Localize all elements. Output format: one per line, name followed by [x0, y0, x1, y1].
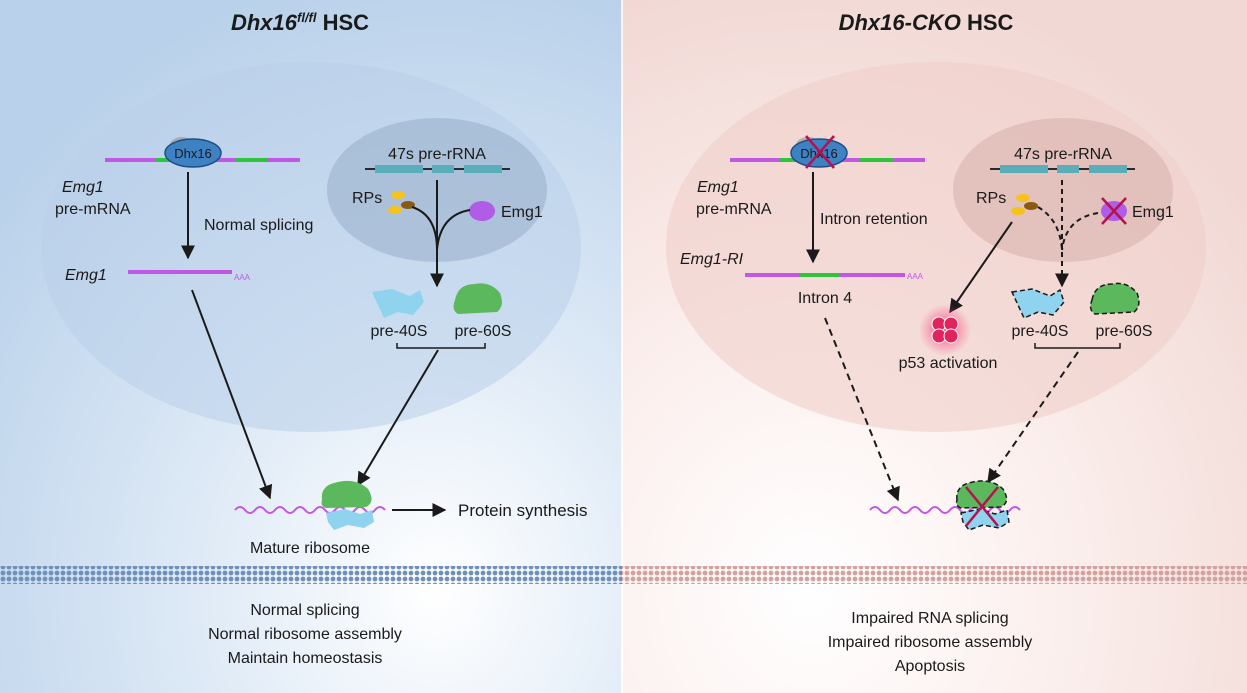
right-pre40s-icon [1010, 288, 1065, 319]
intron-retention-label: Intron retention [820, 211, 928, 228]
right-summary-1: Impaired RNA splicing [851, 610, 1008, 627]
left-rrna-label: 47s pre-rRNA [388, 146, 486, 163]
left-subunit-bracket [396, 343, 486, 349]
right-47s-rrna [990, 165, 1135, 173]
right-impaired-assembly-arrows [1037, 180, 1099, 288]
left-membrane [0, 566, 622, 584]
left-pre40s-icon [372, 289, 424, 318]
normal-splicing-label: Normal splicing [204, 217, 313, 234]
left-title: Dhx16fl/fl HSC [231, 10, 369, 35]
emg1-ri-label: Emg1-RI [680, 251, 744, 268]
right-membrane [622, 566, 1247, 584]
emg1-ri-dashed-arrow [824, 317, 900, 502]
left-summary-3: Maintain homeostasis [228, 650, 383, 667]
svg-text:Dhx16: Dhx16 [174, 146, 212, 161]
right-rrna-label: 47s pre-rRNA [1014, 146, 1112, 163]
left-assembly-arrows [411, 180, 471, 288]
left-47s-rrna [365, 165, 510, 173]
right-emg1-gene-label: Emg1 [697, 179, 739, 196]
right-summary-2: Impaired ribosome assembly [828, 634, 1033, 651]
protein-synthesis-label: Protein synthesis [458, 501, 587, 520]
dhx16-knockout-cross-icon [805, 135, 835, 169]
p53-cluster-icon [919, 304, 971, 356]
left-polya-tail: AAA [234, 273, 251, 282]
subunits-dashed-arrow [987, 351, 1079, 484]
left-dhx16-protein: Dhx16 [164, 137, 222, 168]
p53-activation-label: p53 activation [899, 355, 998, 372]
right-title: Dhx16-CKO HSC [839, 10, 1014, 35]
right-rps-icon [1011, 194, 1038, 215]
left-pre60s-icon [453, 283, 502, 314]
left-mrna-to-ribosome-arrow [191, 289, 273, 500]
right-emg1-protein-label: Emg1 [1132, 204, 1174, 221]
mature-ribosome-label: Mature ribosome [250, 540, 370, 557]
left-emg1-protein-label: Emg1 [501, 204, 543, 221]
left-summary-2: Normal ribosome assembly [208, 626, 402, 643]
intron4-label: Intron 4 [798, 290, 852, 307]
left-pre-mrna-label: pre-mRNA [55, 201, 131, 218]
right-subunit-bracket [1034, 343, 1121, 349]
right-rps-label: RPs [976, 190, 1006, 207]
right-pre-mrna-label: pre-mRNA [696, 201, 772, 218]
right-polya-tail: AAA [907, 272, 924, 281]
emg1-loss-cross-icon [1101, 197, 1127, 225]
right-pre40s-label: pre-40S [1012, 323, 1069, 340]
defective-ribosome-icon [955, 480, 1010, 531]
left-emg1-mrna-label: Emg1 [65, 267, 107, 284]
left-rps-label: RPs [352, 190, 382, 207]
left-emg1-gene-label: Emg1 [62, 179, 104, 196]
left-emg1-protein [469, 201, 495, 221]
left-rps-icon [388, 191, 415, 214]
mature-ribosome-icon [321, 480, 374, 530]
right-pre60s-icon [1089, 282, 1140, 315]
right-pre60s-label: pre-60S [1096, 323, 1153, 340]
left-summary-1: Normal splicing [250, 602, 359, 619]
right-summary-3: Apoptosis [895, 658, 965, 675]
left-pre40s-label: pre-40S [371, 323, 428, 340]
rps-to-p53-arrow [949, 221, 1013, 314]
left-subunits-to-ribosome-arrow [357, 349, 439, 487]
left-pre60s-label: pre-60S [455, 323, 512, 340]
